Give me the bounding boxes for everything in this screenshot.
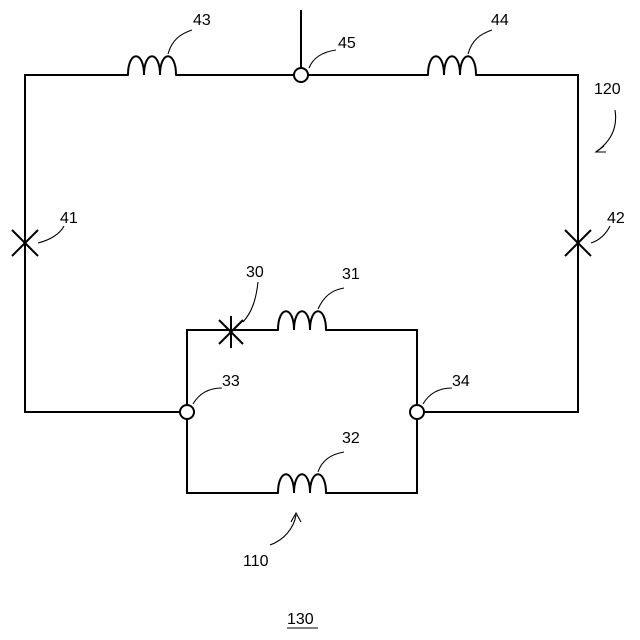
inductor-32 [278, 474, 326, 493]
leader-41 [38, 226, 64, 243]
label-110: 110 [243, 553, 269, 570]
label-33: 33 [222, 373, 240, 390]
leader-30 [243, 282, 258, 322]
inductor-43 [128, 56, 176, 75]
inner-loop-bottom-left [187, 419, 278, 493]
leader-34 [423, 388, 452, 404]
leader-31 [318, 288, 344, 309]
label-42: 42 [607, 210, 625, 227]
inductor-31 [278, 311, 326, 330]
inductor-44 [428, 56, 476, 75]
label-45: 45 [338, 35, 356, 52]
label-130: 130 [287, 611, 314, 628]
inner-loop-top-right [326, 330, 417, 405]
leader-43 [168, 30, 192, 54]
label-30: 30 [246, 264, 264, 281]
inner-loop-bottom-right [326, 419, 417, 493]
label-34: 34 [452, 373, 470, 390]
leader-45 [309, 50, 336, 68]
label-43: 43 [193, 12, 211, 29]
outer-loop-wire [25, 75, 187, 412]
arrow-120 [596, 146, 606, 152]
leader-44 [468, 30, 492, 54]
leader-42 [591, 226, 610, 243]
label-44: 44 [491, 12, 509, 29]
label-120: 120 [594, 81, 621, 98]
label-32: 32 [342, 430, 360, 447]
outer-loop-wire-right [418, 75, 578, 412]
node-34 [410, 405, 424, 419]
leader-33 [193, 388, 222, 404]
label-41: 41 [60, 210, 78, 227]
junction-30-mark [219, 316, 243, 348]
inner-loop-top-left [187, 330, 278, 405]
label-31: 31 [342, 266, 360, 283]
node-33 [180, 405, 194, 419]
leader-32 [318, 452, 344, 472]
leader-120 [596, 110, 616, 152]
node-45 [294, 68, 308, 82]
